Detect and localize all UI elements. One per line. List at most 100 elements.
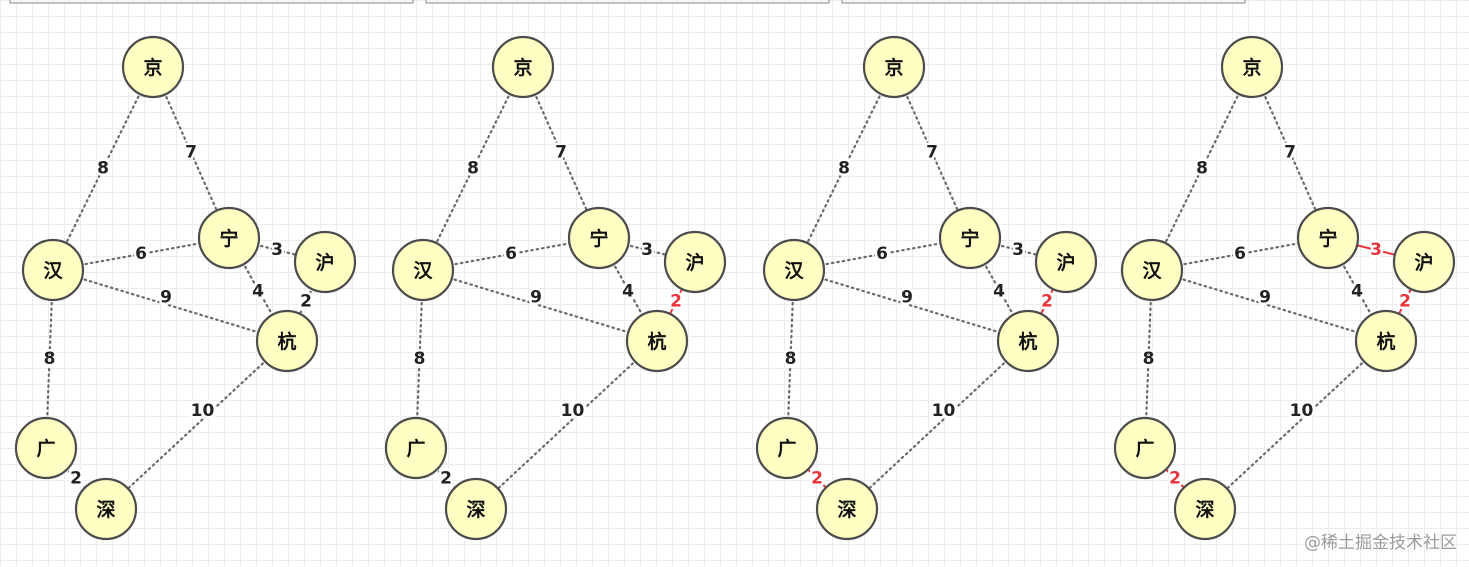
edge-weight-han-hang: 9 [1259, 288, 1271, 308]
node-label-ning: 宁 [960, 227, 979, 250]
edge-weight-ning-hang: 4 [993, 282, 1005, 302]
edge-weight-jing-han: 8 [97, 159, 109, 179]
node-circle-hu [1392, 230, 1456, 294]
node-shen: 深 [1173, 477, 1237, 541]
edge-weight-han-hang: 9 [530, 288, 542, 308]
edge-jing-ning [151, 65, 231, 240]
node-guang: 广 [14, 416, 78, 480]
node-circle-guang [384, 416, 448, 480]
node-han: 汉 [391, 238, 455, 302]
edge-hang-shen [1203, 339, 1388, 511]
node-jing: 京 [491, 35, 555, 99]
edge-han-hang [421, 268, 659, 343]
edge-weight-jing-ning: 7 [926, 143, 938, 163]
node-label-shen: 深 [1195, 498, 1214, 521]
node-circle-hang [1354, 309, 1418, 373]
edge-weight-han-hang: 9 [160, 288, 172, 308]
node-circle-shen [444, 477, 508, 541]
node-label-jing: 京 [884, 56, 903, 79]
edge-weight-han-ning: 6 [135, 244, 147, 264]
node-label-ning: 宁 [1318, 227, 1337, 250]
node-circle-guang [14, 416, 78, 480]
node-hu: 沪 [1392, 230, 1456, 294]
edge-jing-ning [521, 65, 601, 240]
node-circle-jing [862, 35, 926, 99]
node-guang: 广 [1113, 416, 1177, 480]
edge-weight-guang-shen: 2 [70, 469, 82, 489]
node-label-hu: 沪 [1056, 251, 1075, 274]
node-hu: 沪 [293, 230, 357, 294]
node-label-hang: 杭 [647, 330, 666, 353]
node-label-guang: 广 [406, 437, 425, 460]
node-guang: 广 [384, 416, 448, 480]
node-circle-shen [1173, 477, 1237, 541]
edge-weight-ning-hu: 3 [1370, 240, 1382, 260]
edge-weight-hu-hang: 2 [300, 292, 312, 312]
node-label-jing: 京 [1242, 56, 1261, 79]
node-label-hang: 杭 [277, 330, 296, 353]
edge-weight-han-guang: 8 [414, 349, 426, 369]
node-han: 汉 [762, 238, 826, 302]
node-hu: 沪 [663, 230, 727, 294]
node-label-guang: 广 [777, 437, 796, 460]
node-circle-jing [1220, 35, 1284, 99]
edge-weight-ning-hang: 4 [622, 282, 634, 302]
node-circle-shen [74, 477, 138, 541]
edge-weight-hang-shen: 10 [1290, 401, 1314, 421]
edge-jing-han [792, 65, 896, 272]
edge-weight-jing-han: 8 [1196, 159, 1208, 179]
edge-weight-ning-hang: 4 [1351, 282, 1363, 302]
node-label-han: 汉 [784, 260, 804, 282]
node-label-ning: 宁 [589, 227, 608, 250]
node-circle-han [391, 238, 455, 302]
edge-weight-hu-hang: 2 [1041, 292, 1053, 312]
edge-weight-han-hang: 9 [901, 288, 913, 308]
node-circle-hang [255, 309, 319, 373]
node-circle-shen [815, 477, 879, 541]
edge-hang-shen [474, 339, 659, 511]
top-panel-edge-2 [425, 0, 830, 4]
node-label-hang: 杭 [1018, 330, 1037, 353]
edge-jing-ning [1250, 65, 1330, 240]
edge-weight-guang-shen: 2 [1169, 469, 1181, 489]
node-hang: 杭 [255, 309, 319, 373]
edge-han-hang [51, 268, 289, 343]
node-circle-hu [293, 230, 357, 294]
edge-weight-jing-ning: 7 [185, 143, 197, 163]
node-label-shen: 深 [96, 498, 115, 521]
node-label-jing: 京 [143, 56, 162, 79]
node-circle-ning [197, 206, 261, 270]
edge-jing-han [51, 65, 155, 272]
node-han: 汉 [1120, 238, 1184, 302]
edge-hang-shen [104, 339, 289, 511]
node-ning: 宁 [1296, 206, 1360, 270]
edge-weight-ning-hu: 3 [271, 240, 283, 260]
edge-weight-hang-shen: 10 [191, 401, 215, 421]
node-circle-hu [663, 230, 727, 294]
node-label-hu: 沪 [315, 251, 334, 274]
edge-weight-han-ning: 6 [505, 244, 517, 264]
node-label-han: 汉 [1142, 260, 1162, 282]
edge-jing-ning [892, 65, 972, 240]
node-label-shen: 深 [466, 498, 485, 521]
node-hang: 杭 [625, 309, 689, 373]
edge-weight-ning-hu: 3 [641, 240, 653, 260]
node-label-han: 汉 [43, 260, 63, 282]
edge-jing-han [1150, 65, 1254, 272]
node-ning: 宁 [938, 206, 1002, 270]
watermark: @稀土掘金技术社区 [1304, 533, 1457, 553]
node-label-guang: 广 [36, 437, 55, 460]
node-circle-guang [755, 416, 819, 480]
edge-jing-han [421, 65, 525, 272]
node-label-shen: 深 [837, 498, 856, 521]
edge-han-hang [1150, 268, 1388, 343]
top-panel-edge-3 [841, 0, 1246, 4]
node-label-jing: 京 [513, 56, 532, 79]
node-circle-ning [567, 206, 631, 270]
node-jing: 京 [121, 35, 185, 99]
node-ning: 宁 [197, 206, 261, 270]
